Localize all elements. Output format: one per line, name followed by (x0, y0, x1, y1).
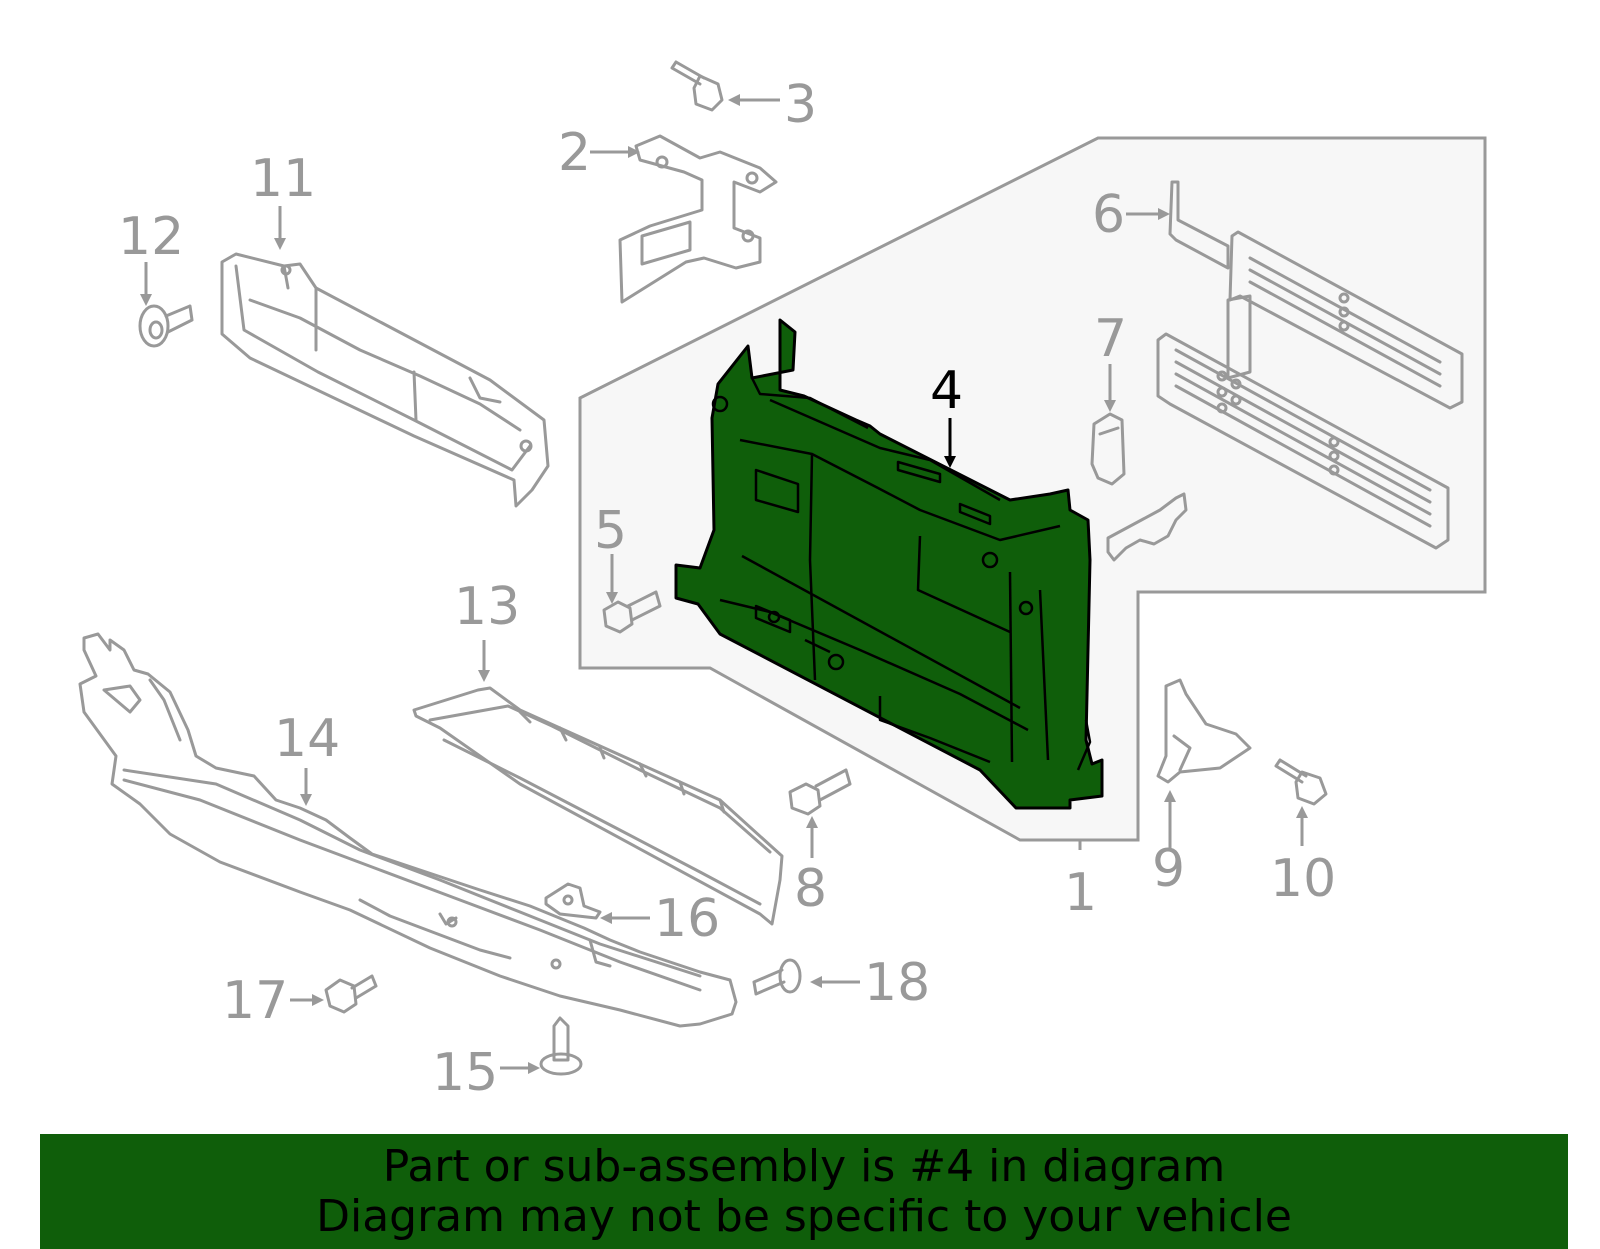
callout-2: 2 (558, 123, 591, 183)
callout-13: 13 (454, 577, 520, 637)
part-15-clip[interactable] (539, 1016, 583, 1076)
info-banner: Part or sub-assembly is #4 in diagram Di… (40, 1134, 1568, 1249)
part-2-bracket[interactable] (618, 134, 778, 304)
part-7-sensor[interactable] (1090, 412, 1188, 562)
callouts: 1 2 3 4 5 6 7 8 9 10 11 12 13 14 15 16 1… (118, 75, 1336, 1103)
callout-8: 8 (794, 859, 827, 919)
callout-3: 3 (784, 75, 817, 135)
part-18-screw[interactable] (752, 958, 802, 996)
callout-14: 14 (274, 709, 340, 769)
part-11-reinforcement[interactable] (220, 252, 550, 508)
callout-4: 4 (930, 361, 963, 421)
part-4-shroud[interactable] (674, 318, 1104, 810)
callout-17: 17 (222, 971, 288, 1031)
callout-12: 12 (118, 207, 184, 267)
callout-5: 5 (594, 501, 627, 561)
part-9-bracket[interactable] (1156, 678, 1252, 784)
banner-line-1: Part or sub-assembly is #4 in diagram (382, 1140, 1226, 1192)
part-17-nut[interactable] (324, 974, 378, 1014)
part-5-bolt[interactable] (602, 590, 662, 634)
part-12-pin[interactable] (138, 304, 194, 348)
callout-7: 7 (1094, 309, 1127, 369)
banner-line-2: Diagram may not be specific to your vehi… (316, 1190, 1292, 1242)
callout-18: 18 (864, 953, 930, 1013)
callout-1: 1 (1064, 863, 1097, 923)
part-8-bolt[interactable] (788, 768, 852, 816)
part-13-stiffener[interactable] (412, 686, 784, 926)
leader-lines (140, 94, 1308, 1074)
part-6-shutter[interactable] (1156, 180, 1464, 550)
part-16-clip[interactable] (544, 882, 602, 920)
callout-10: 10 (1270, 849, 1336, 909)
callout-15: 15 (432, 1043, 498, 1103)
parts-diagram: 1 2 3 4 5 6 7 8 9 10 11 12 13 14 15 16 1… (78, 60, 1487, 1103)
part-3-bolt[interactable] (670, 60, 724, 112)
callout-9: 9 (1152, 839, 1185, 899)
part-14-deflector[interactable] (78, 632, 738, 1028)
callout-11: 11 (250, 149, 316, 209)
callout-16: 16 (654, 889, 720, 949)
callout-6: 6 (1092, 185, 1125, 245)
part-10-bolt[interactable] (1274, 758, 1328, 806)
